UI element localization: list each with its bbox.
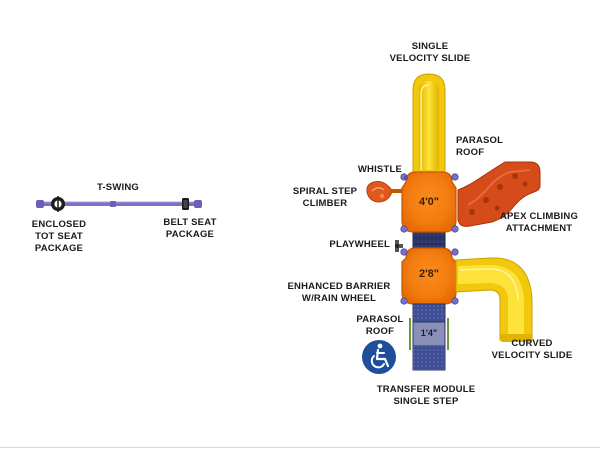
lower-deck-height: 2'8" [418,268,440,280]
apex-climbing-attachment [457,161,541,227]
label-whistle: WHISTLE [357,164,402,175]
lower-deck [400,247,459,305]
t-swing [36,196,202,212]
label-curved-velocity-slide: CURVED VELOCITY SLIDE [491,338,573,361]
belt-seat [182,198,189,210]
label-enhanced-barrier: ENHANCED BARRIER W/RAIN WHEEL [287,281,391,304]
transfer-module [409,303,449,371]
label-enclosed-tot-seat: ENCLOSED TOT SEAT PACKAGE [31,219,87,254]
upper-deck [400,171,459,233]
wheelchair-accessibility-icon [362,340,396,374]
transfer-module-height: 1'4" [420,328,438,338]
swing-leg-right [194,200,202,208]
upper-deck-height: 4'0" [418,196,440,208]
label-belt-seat: BELT SEAT PACKAGE [163,217,217,240]
playwheel [395,240,403,252]
label-spiral-step-climber: SPIRAL STEP CLIMBER [292,186,358,209]
spiral-step-climber [366,181,402,203]
enclosed-tot-seat [51,196,65,212]
label-playwheel: PLAYWHEEL [329,239,390,250]
swing-leg-left [36,200,44,208]
curved-velocity-slide [455,257,533,342]
bottom-divider [0,447,600,448]
label-parasol-roof-top: PARASOL ROOF [456,135,504,158]
whistle [403,175,409,181]
label-transfer-module: TRANSFER MODULE SINGLE STEP [376,384,476,407]
swing-center-joint [110,201,116,207]
single-velocity-slide [412,73,446,182]
label-apex-climbing-attachment: APEX CLIMBING ATTACHMENT [499,211,579,234]
label-parasol-roof-bottom: PARASOL ROOF [356,314,404,337]
label-single-velocity-slide: SINGLE VELOCITY SLIDE [389,41,471,64]
label-t-swing: T-SWING [96,182,140,193]
